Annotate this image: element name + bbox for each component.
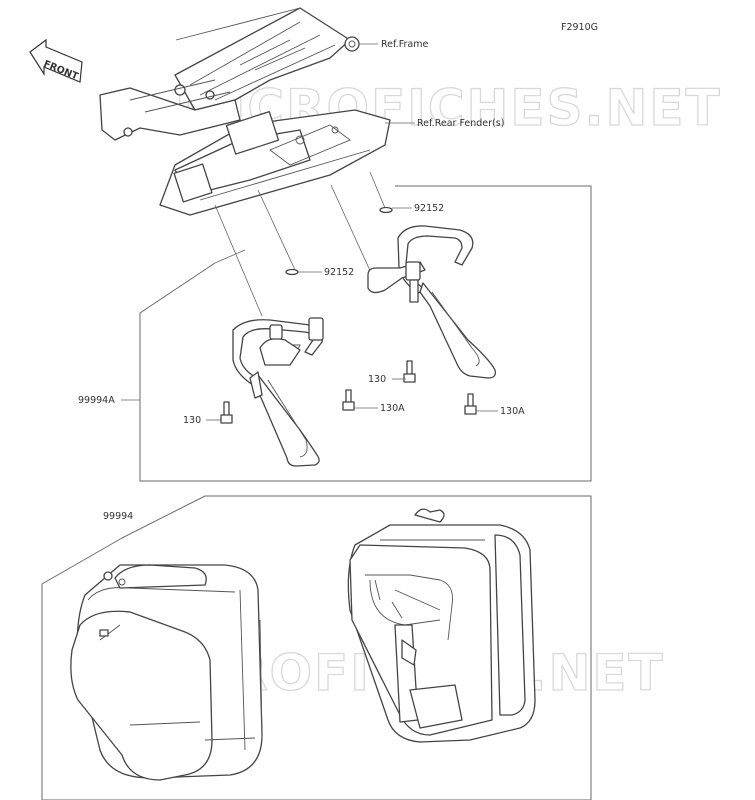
label-92152-right: 92152 [414,203,444,214]
label-92152-left: 92152 [324,267,354,278]
front-arrow-icon: FRONT [29,38,83,83]
label-ref-rear-fender: Ref.Rear Fender(s) [417,118,504,129]
left-pannier-case [70,564,263,781]
right-pannier-case [347,508,536,743]
label-99994a: 99994A [78,395,115,406]
label-ref-frame: Ref.Frame [381,39,428,50]
box-frame-99994 [41,495,592,800]
collar-92152-left-icon [285,268,299,276]
small-parts [220,206,477,424]
bolt-130-right-icon [403,360,416,383]
diagram-code: F2910G [561,22,598,33]
leader-lines [121,43,498,421]
bolt-130-left-icon [220,401,233,424]
collar-92152-right-icon [379,206,393,214]
label-130-right: 130 [368,374,386,385]
bolt-130a-center-icon [342,389,355,411]
label-130a-center: 130A [380,403,405,414]
label-99994: 99994 [103,511,133,522]
label-130a-right: 130A [500,406,525,417]
alignment-lines [214,171,386,317]
right-pannier-bracket [367,225,496,379]
box-frame-corner [214,249,246,264]
label-130-left: 130 [183,415,201,426]
frame-assembly [99,7,360,141]
rear-fender-assembly [159,109,391,216]
box-frame-99994a [139,185,592,482]
bolt-130a-right-icon [464,393,477,415]
left-pannier-bracket [232,317,324,467]
